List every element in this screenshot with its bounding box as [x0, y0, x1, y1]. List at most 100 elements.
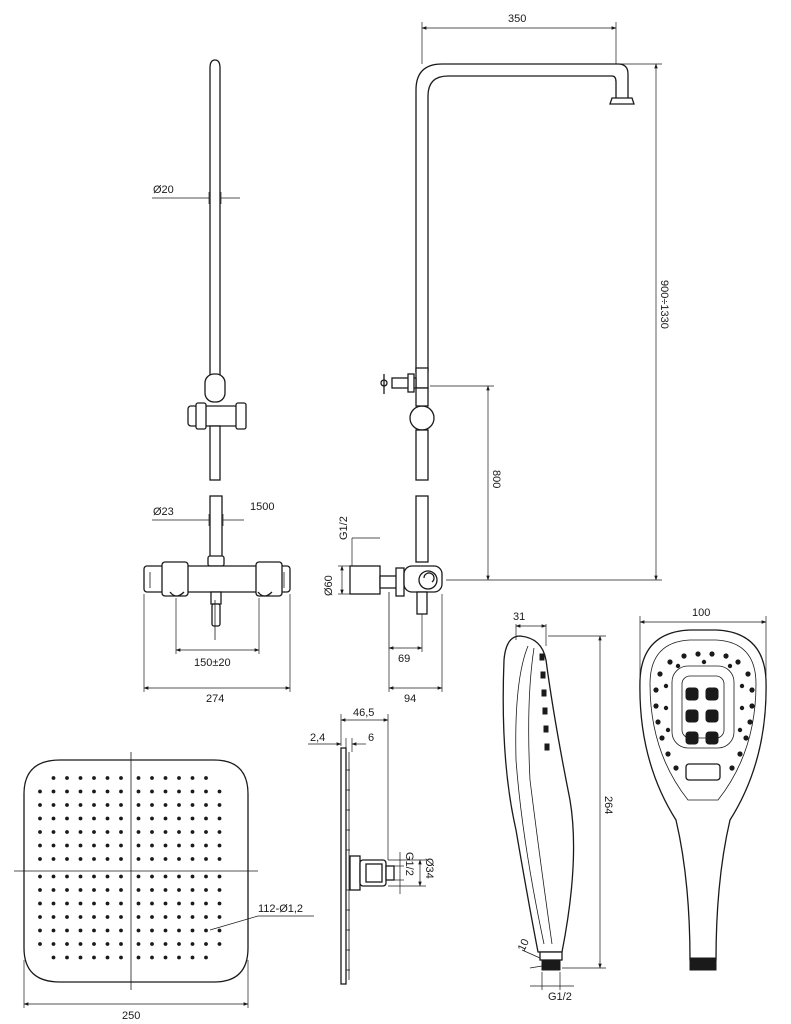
nozzle [217, 789, 222, 794]
dim-pipe-diameter: Ø23 [153, 506, 174, 518]
nozzle [177, 843, 181, 848]
nozzle [119, 803, 123, 807]
nozzle [163, 874, 168, 879]
nozzle [204, 816, 208, 821]
nozzle [177, 874, 181, 879]
nozzle [177, 803, 181, 807]
nozzle [92, 955, 96, 960]
nozzle [119, 843, 123, 848]
nozzle [92, 915, 96, 919]
nozzle [38, 888, 42, 892]
nozzle [105, 857, 110, 861]
nozzle [204, 803, 208, 807]
dim-hand-shower-depth: 31 [513, 611, 525, 623]
nozzle [78, 901, 83, 906]
nozzle [119, 830, 123, 834]
dim-hand-shower-width: 100 [692, 607, 710, 619]
nozzle [190, 955, 195, 960]
nozzle [51, 803, 56, 807]
dim-head-total-depth: 46,5 [353, 707, 374, 719]
nozzle [51, 915, 56, 919]
nozzle [105, 901, 110, 906]
mixer-pipe [209, 495, 223, 563]
nozzle [217, 803, 222, 807]
nozzle [204, 789, 208, 794]
nozzle [38, 901, 42, 906]
nozzle [150, 901, 154, 906]
nozzle [177, 955, 181, 960]
nozzle [190, 789, 195, 794]
nozzle [92, 928, 96, 933]
nozzle [150, 857, 154, 861]
nozzle [78, 843, 83, 848]
nozzle [204, 888, 208, 892]
nozzle [217, 928, 222, 933]
shower-arm [415, 63, 629, 372]
nozzle [136, 776, 141, 780]
mixer-spout [211, 603, 221, 627]
nozzle [105, 830, 110, 834]
nozzle [136, 816, 141, 821]
head-shower-plate [340, 747, 347, 985]
dim-column-height: 900÷1330 [658, 280, 670, 329]
nozzle [78, 915, 83, 919]
nozzle [65, 888, 69, 892]
dim-arm-reach: 350 [508, 13, 526, 25]
nozzle [78, 776, 83, 780]
nozzle [78, 955, 83, 960]
nozzle [217, 843, 222, 848]
nozzle [65, 789, 69, 794]
nozzle [92, 830, 96, 834]
dim-outlet-height: 800 [490, 470, 502, 488]
nozzle [105, 942, 110, 946]
nozzle [78, 874, 83, 879]
nozzle [92, 776, 96, 780]
nozzle [92, 942, 96, 946]
slide-bar-front-view: Ø20 Ø23 1500 150±20 274 [143, 59, 291, 705]
dim-flange-diameter: Ø60 [323, 575, 335, 596]
nozzle [177, 830, 181, 834]
nozzle [204, 928, 208, 933]
head-shower-edge-nozzles [346, 769, 350, 971]
nozzle [150, 830, 154, 834]
nozzle [150, 776, 154, 780]
nozzle [78, 928, 83, 933]
slider-knob [409, 405, 435, 431]
nozzle [163, 843, 168, 848]
nozzle [150, 843, 154, 848]
nozzle [38, 830, 42, 834]
nozzle [163, 776, 168, 780]
hand-shower-body [502, 635, 575, 953]
nozzle [204, 901, 208, 906]
nozzle [190, 830, 195, 834]
hand-shower-thread [541, 959, 561, 971]
nozzle [65, 843, 69, 848]
dim-hand-shower-length: 264 [602, 796, 614, 814]
nozzle [190, 803, 195, 807]
slide-bar-upper [209, 59, 221, 376]
nozzle [163, 955, 168, 960]
nozzle [177, 857, 181, 861]
nozzle [78, 857, 83, 861]
nozzle [105, 888, 110, 892]
nozzle [38, 928, 42, 933]
nozzle [163, 942, 168, 946]
nozzle [136, 955, 141, 960]
nozzle [38, 857, 42, 861]
nozzle [65, 942, 69, 946]
nozzle [119, 888, 123, 892]
nozzle [65, 857, 69, 861]
nozzle [65, 816, 69, 821]
nozzle [105, 803, 110, 807]
nozzle [105, 955, 110, 960]
nozzle [51, 874, 56, 879]
nozzle [105, 776, 110, 780]
nozzle [65, 928, 69, 933]
nozzle [38, 789, 42, 794]
nozzle [150, 955, 154, 960]
nozzle [51, 816, 56, 821]
nozzle [78, 830, 83, 834]
nozzle [136, 888, 141, 892]
dim-mixer-depth-inner: 69 [398, 653, 410, 665]
nozzle [51, 928, 56, 933]
